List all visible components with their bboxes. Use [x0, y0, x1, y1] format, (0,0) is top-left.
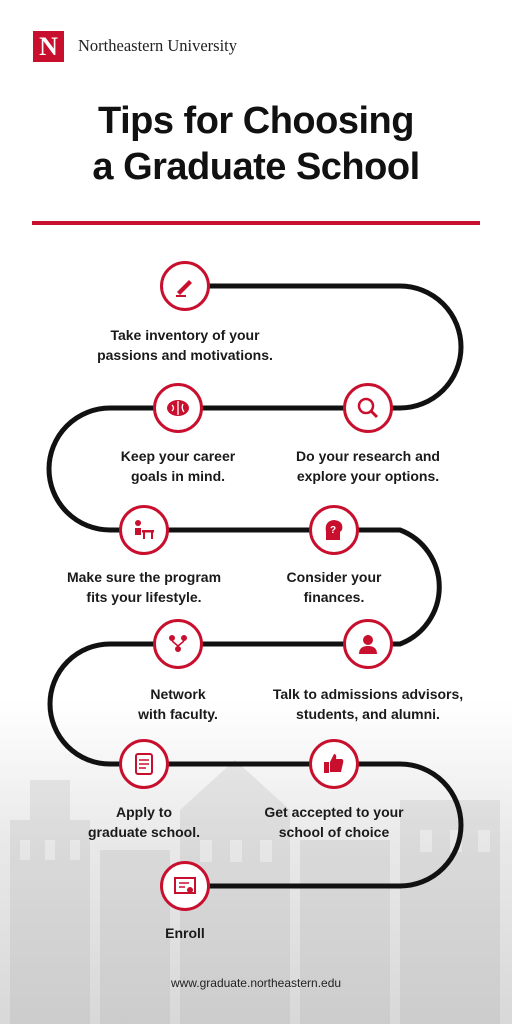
step-6-line-1: Network	[150, 686, 206, 702]
step-7-text: Talk to admissions advisors, students, a…	[258, 684, 478, 724]
step-7-icon-badge	[343, 619, 393, 669]
step-5-icon-badge: ?	[309, 505, 359, 555]
thumbs-up-icon	[324, 754, 344, 773]
step-2-icon-badge	[153, 383, 203, 433]
step-3-text: Do your research and explore your option…	[258, 446, 478, 486]
title-divider	[32, 221, 480, 225]
desk-person-icon	[135, 520, 154, 539]
people-network-icon	[169, 635, 187, 652]
step-9-text: Get accepted to your school of choice	[224, 802, 444, 842]
footer-url[interactable]: www.graduate.northeastern.edu	[170, 976, 342, 990]
step-8-line-2: graduate school.	[87, 824, 201, 840]
step-7-line-1: Talk to admissions advisors,	[272, 686, 464, 702]
page-title-line-1: Tips for Choosing	[98, 100, 414, 142]
step-10-text: Enroll	[75, 923, 295, 943]
step-9-line-1: Get accepted to your	[264, 804, 404, 820]
step-7-line-2: students, and alumni.	[296, 706, 440, 722]
pen-writing-icon	[176, 280, 192, 297]
step-10-icon-badge	[160, 861, 210, 911]
step-8-text: Apply to graduate school.	[34, 802, 254, 842]
tablet-apply-icon	[135, 753, 153, 775]
step-9-icon-badge	[309, 739, 359, 789]
step-5-text: Consider your finances.	[224, 567, 444, 607]
campus-buildings-background	[10, 760, 500, 1024]
advisor-person-icon	[359, 635, 377, 654]
background-gradient	[0, 700, 512, 1024]
magnifier-icon	[357, 397, 379, 419]
step-10-line-1: Enroll	[165, 925, 205, 941]
university-name: Northeastern University	[78, 36, 237, 55]
step-4-line-2: fits your lifestyle.	[86, 589, 202, 605]
page-title-line-2: a Graduate School	[92, 146, 420, 188]
university-logo: N	[33, 31, 64, 62]
step-1-line-2: passions and motivations.	[97, 347, 273, 363]
brain-icon	[167, 400, 189, 416]
step-6-icon-badge	[153, 619, 203, 669]
step-4-line-1: Make sure the program	[66, 569, 222, 585]
step-3-line-1: Do your research and	[296, 448, 440, 464]
diploma-certificate-icon	[174, 877, 196, 894]
step-4-icon-badge	[119, 505, 169, 555]
step-5-line-2: finances.	[303, 589, 365, 605]
step-2-line-1: Keep your career	[120, 448, 236, 464]
step-3-line-2: explore your options.	[296, 468, 440, 484]
question-head-icon: ?	[325, 520, 343, 540]
step-6-line-2: with faculty.	[138, 706, 218, 722]
step-2-text: Keep your career goals in mind.	[68, 446, 288, 486]
step-1-text: Take inventory of your passions and moti…	[75, 325, 295, 365]
step-6-text: Network with faculty.	[68, 684, 288, 724]
step-4-text: Make sure the program fits your lifestyl…	[34, 567, 254, 607]
step-8-line-1: Apply to	[116, 804, 172, 820]
step-8-icon-badge	[119, 739, 169, 789]
step-9-line-2: school of choice	[278, 824, 390, 840]
step-5-line-1: Consider your	[286, 569, 382, 585]
step-3-icon-badge	[343, 383, 393, 433]
svg-text:?: ?	[330, 525, 336, 536]
step-1-line-1: Take inventory of your	[110, 327, 260, 343]
step-2-line-2: goals in mind.	[130, 468, 226, 484]
step-1-icon-badge	[160, 261, 210, 311]
